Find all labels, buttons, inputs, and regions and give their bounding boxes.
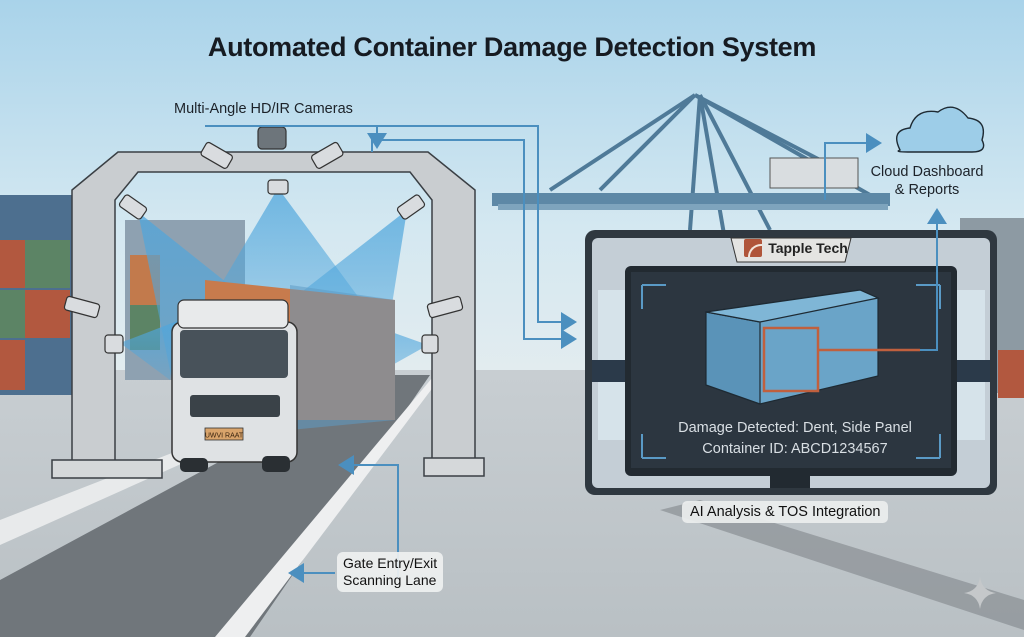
gate-label-line1: Gate Entry/Exit <box>343 555 438 571</box>
cloud-dashboard-label: Cloud Dashboard & Reports <box>862 163 992 199</box>
scanning-gantry <box>51 151 485 479</box>
scanned-container <box>705 289 920 405</box>
data-flow-connectors <box>205 125 947 583</box>
sparkle-icon <box>964 577 996 609</box>
scanning-lane-road <box>0 375 430 637</box>
ship-to-shore-crane <box>548 93 871 241</box>
brand-name: Tapple Tech <box>768 240 848 256</box>
cloud-label-line2: & Reports <box>894 182 960 198</box>
license-plate: UWVI RAAT <box>205 433 244 440</box>
tapple-tech-logo-icon <box>744 239 763 257</box>
ai-analysis-label: AI Analysis & TOS Integration <box>682 501 889 523</box>
brand-badge: Tapple Tech <box>736 236 856 260</box>
damage-highlight-box <box>762 326 820 393</box>
cloud-icon <box>896 106 985 153</box>
truck: UWVI RAAT <box>171 280 395 472</box>
cameras-label: Multi-Angle HD/IR Cameras <box>174 101 353 117</box>
cloud-label-line1: Cloud Dashboard <box>870 164 984 180</box>
damage-detected-text: Damage Detected: Dent, Side Panel <box>678 420 912 436</box>
detection-readout: Damage Detected: Dent, Side Panel Contai… <box>630 418 960 460</box>
page-title: Automated Container Damage Detection Sys… <box>207 32 817 62</box>
gate-label-line2: Scanning Lane <box>343 572 437 588</box>
security-camera-icon <box>63 126 464 354</box>
container-id-text: Container ID: ABCD1234567 <box>702 441 888 457</box>
gate-lane-label: Gate Entry/Exit Scanning Lane <box>337 552 444 592</box>
